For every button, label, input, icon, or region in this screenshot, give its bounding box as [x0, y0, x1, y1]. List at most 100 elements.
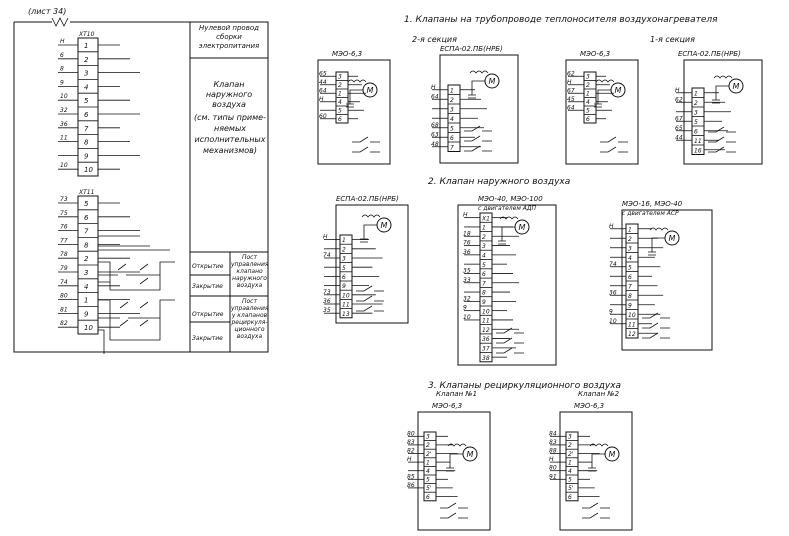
wire-number: 80 [60, 293, 68, 300]
wire-number: 8 [60, 66, 64, 73]
terminal-number: 3 [84, 70, 88, 78]
actuator-type: ЕСПА-02.ПБ(НРБ) [678, 50, 741, 58]
motor-label: М [733, 82, 740, 91]
wire-number: 35 [463, 267, 471, 274]
wire-number: 91 [549, 473, 557, 480]
wire-number: 10 [60, 93, 68, 100]
coil-symbol [589, 443, 609, 447]
limit-switch-contact [356, 305, 384, 312]
terminal-number: 5 [84, 200, 89, 208]
terminal-number: 9 [84, 152, 89, 160]
terminal-number: 1 [450, 88, 454, 95]
terminal-number: 2 [586, 82, 590, 89]
wire-number: 68 [431, 122, 439, 129]
post2-close-label: Закрытие [192, 335, 223, 342]
wire-number: 10 [463, 314, 471, 321]
actuator-subtitle: с двигателем АСР [622, 210, 679, 217]
terminal-number: 9 [84, 310, 89, 318]
wire-number: 62 [675, 96, 683, 103]
actuator-type: МЭО-6,3 [432, 402, 462, 410]
section1-subtitle-1st: 1-я секция [650, 35, 695, 44]
terminal-number: 5 [338, 108, 342, 115]
wire-number: 78 [60, 251, 68, 258]
wire-number: 88 [549, 448, 557, 455]
limit-switch-contact [600, 136, 628, 143]
terminal-number: 2' [568, 451, 574, 458]
wire-number: Н [431, 84, 436, 91]
terminal-number: 2 [482, 234, 486, 241]
motor-label: М [609, 450, 616, 459]
terminal-number: 2 [84, 56, 89, 64]
device-frame [457, 204, 557, 366]
actuator-type: МЭО-6,3 [332, 50, 362, 58]
section1-subtitle-2nd: 2-я секция [412, 35, 457, 44]
wire-number: 35 [323, 307, 331, 314]
terminal-number: 8 [628, 293, 632, 300]
terminal-number: 5 [568, 477, 572, 484]
wire-number: 83 [549, 439, 557, 446]
terminal-number: 3 [586, 74, 590, 81]
terminal-number: 9 [342, 283, 346, 290]
terminal-number: 2 [694, 100, 698, 107]
wire-number: 64 [567, 104, 575, 111]
wire-number: 62 [567, 70, 575, 77]
terminal-number: 12 [482, 327, 490, 334]
wire-number: 84 [549, 430, 557, 437]
wire-number: 85 [407, 473, 415, 480]
terminal-number: 2 [450, 97, 454, 104]
limit-switch-contact [496, 337, 524, 344]
motor-label: М [381, 221, 388, 230]
terminal-number: 2' [426, 451, 432, 458]
actuator-type: ЕСПА-02.ПБ(НРБ) [336, 195, 399, 203]
wire-number: Н [675, 87, 680, 94]
terminal-number: 2 [426, 442, 430, 449]
motor-label: М [519, 223, 526, 232]
capacitor-symbol [588, 453, 605, 472]
section2-title: 2. Клапан наружного воздуха [428, 177, 570, 187]
capacitor-symbol [346, 89, 363, 108]
terminal-number: 2 [84, 255, 89, 263]
terminal-number: 36 [482, 336, 490, 343]
wire-number: 86 [407, 482, 415, 489]
limit-switch-contact [642, 332, 670, 339]
terminal-number: 6 [482, 271, 486, 278]
device-frame [335, 204, 409, 324]
wire-number: 44 [675, 134, 683, 141]
motor-label: М [467, 450, 474, 459]
device-diagrams: МЭО-6,3321456654464Н60МЕСПА-02.ПБ(НРБ)12… [317, 45, 763, 531]
coil-symbol [499, 216, 519, 220]
terminal-number: 5 [586, 108, 590, 115]
wire-number: 81 [60, 306, 68, 313]
coil-symbol [447, 443, 467, 447]
terminal-number: 6 [84, 214, 89, 222]
terminal-number: 3 [450, 107, 454, 114]
limit-switch-contact [352, 146, 380, 153]
wire-number: 74 [323, 252, 331, 259]
terminal-number: 4 [568, 468, 572, 475]
coil-symbol [649, 227, 669, 231]
actuator-subtitle: с двигателем АДП [478, 205, 537, 212]
wire-number: 36 [609, 289, 617, 296]
wire-number: 48 [431, 141, 439, 148]
wire-number: 6 [60, 52, 64, 59]
terminal-number: 4 [84, 83, 88, 91]
terminal-number: 11 [628, 322, 636, 329]
terminal-number: 3 [482, 243, 486, 250]
terminal-number: 7 [450, 145, 454, 152]
wire-number: Н [463, 212, 468, 219]
terminal-number: 1 [342, 237, 346, 244]
terminal-number: 16 [694, 148, 702, 155]
post2-label: Пост управления у клапанов рециркуля-цио… [231, 298, 268, 340]
wire-number: 32 [463, 295, 471, 302]
wire-number: 80 [549, 465, 557, 472]
capacitor-symbol [360, 224, 377, 243]
terminal-number: 8 [84, 139, 89, 147]
terminal-number: 3 [84, 269, 88, 277]
terminal-number: 37 [482, 346, 490, 353]
wire-number: 83 [407, 439, 415, 446]
terminal-number: 6 [694, 129, 698, 136]
